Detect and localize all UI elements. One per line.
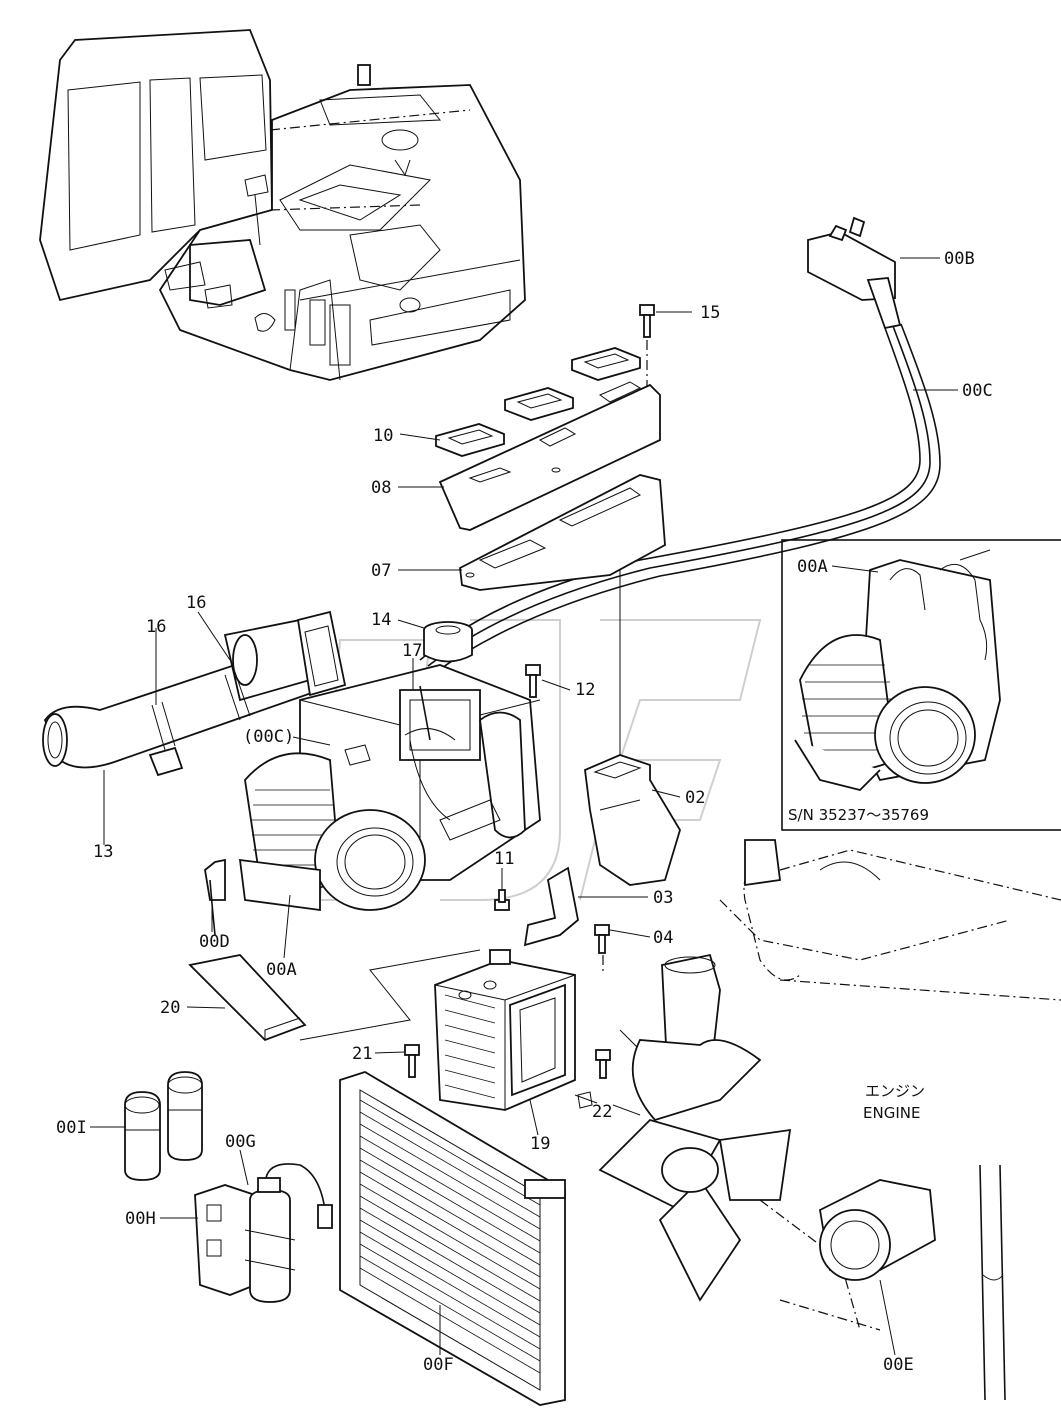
- label-22: 22: [592, 1102, 612, 1122]
- spare-parts-00I: [124, 1071, 203, 1181]
- label-12: 12: [575, 680, 595, 700]
- label-00I: 00I: [56, 1118, 87, 1138]
- bracket-03: [494, 866, 610, 975]
- condenser-00F: [339, 1071, 566, 1406]
- label-15: 15: [700, 303, 720, 323]
- label-00C-ref: (00C): [243, 727, 294, 747]
- label-02: 02: [685, 788, 705, 808]
- part-labels: 00B 15 00C 10 08 07 14 16 16 17 12 (00C)…: [56, 249, 993, 1375]
- control-panel-switch: [419, 216, 941, 673]
- label-00A-inset: 00A: [797, 557, 828, 577]
- label-10: 10: [373, 426, 393, 446]
- label-14: 14: [371, 610, 391, 630]
- label-04: 04: [653, 928, 673, 948]
- air-hoses: [42, 610, 347, 777]
- plate-20: [188, 949, 481, 1042]
- bolt-12: [525, 664, 541, 698]
- label-00C: 00C: [962, 381, 993, 401]
- duct-08: [438, 381, 661, 531]
- label-16-b: 16: [146, 617, 166, 637]
- label-20: 20: [160, 998, 180, 1018]
- inset-box: [781, 539, 1061, 831]
- receiver-drier-00G: [194, 1163, 333, 1303]
- excavator-illustration: [39, 29, 526, 381]
- label-16-a: 16: [186, 593, 206, 613]
- duct-07: [459, 474, 666, 760]
- grommet-14: [423, 621, 473, 663]
- label-21: 21: [352, 1044, 372, 1064]
- duct-02: [584, 754, 681, 886]
- label-00B: 00B: [944, 249, 975, 269]
- label-19: 19: [530, 1134, 550, 1154]
- label-00D: 00D: [199, 932, 230, 952]
- label-11: 11: [494, 849, 514, 869]
- label-00E: 00E: [883, 1355, 914, 1375]
- ac-unit-00A: [238, 664, 541, 912]
- engine-illustration: [598, 839, 1061, 1401]
- label-00F: 00F: [423, 1355, 454, 1375]
- label-13: 13: [93, 842, 113, 862]
- label-07: 07: [371, 561, 391, 581]
- vent-louvres: [435, 347, 641, 457]
- engine-label-japanese: エンジン: [865, 1082, 925, 1100]
- leader-lines: [90, 257, 958, 1356]
- label-03: 03: [653, 888, 673, 908]
- hose-00D: [204, 858, 226, 936]
- evaporator-19: [434, 949, 576, 1111]
- bolts-21-22: [404, 1044, 611, 1109]
- label-00A: 00A: [266, 960, 297, 980]
- label-00H: 00H: [125, 1209, 156, 1229]
- inset-serial-number: S/N 35237～35769: [788, 806, 929, 824]
- label-17: 17: [402, 641, 422, 661]
- label-00G: 00G: [225, 1132, 256, 1152]
- label-08: 08: [371, 478, 391, 498]
- engine-label-english: ENGINE: [863, 1104, 920, 1122]
